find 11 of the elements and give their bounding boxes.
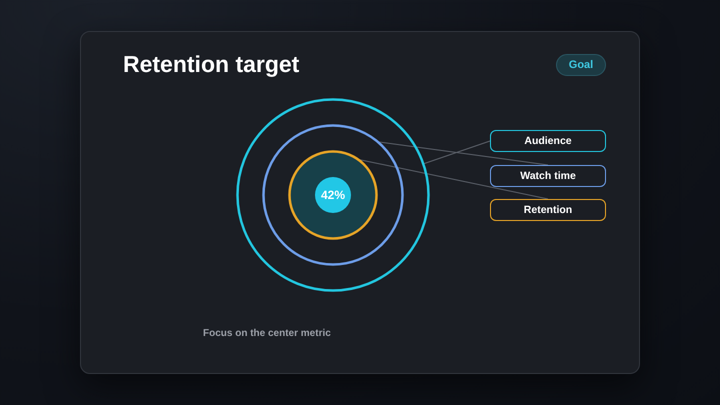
leader-line bbox=[422, 140, 490, 164]
ring-label: Watch time bbox=[490, 165, 606, 187]
outer-ring bbox=[236, 98, 430, 292]
leader-line bbox=[377, 141, 548, 166]
middle-ring bbox=[262, 124, 404, 266]
card-title: Retention target bbox=[123, 51, 300, 79]
ring-label: Retention bbox=[490, 199, 606, 221]
caption-text: Focus on the center metric bbox=[203, 328, 331, 340]
category-tag: Goal bbox=[556, 54, 606, 76]
ring-label: Audience bbox=[490, 130, 606, 152]
inner-ring bbox=[288, 150, 378, 240]
